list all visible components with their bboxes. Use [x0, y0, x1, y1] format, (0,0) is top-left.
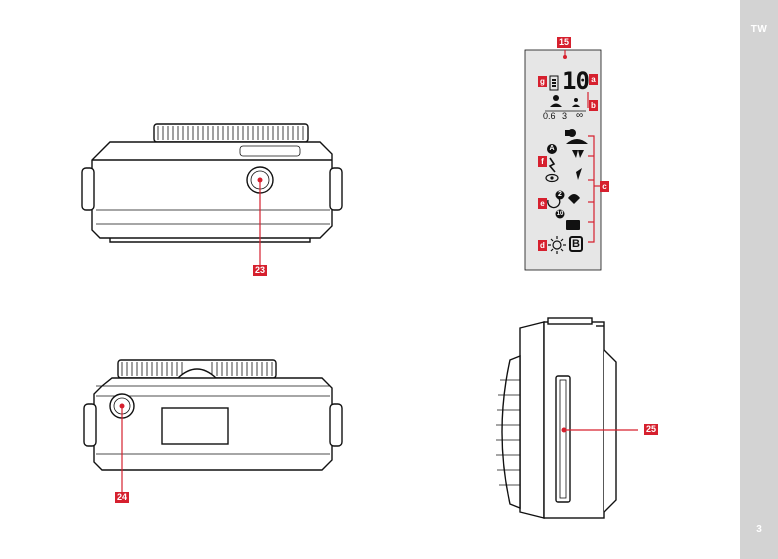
portrait-distance-icon [550, 95, 580, 107]
exposure-compensation-icon [548, 236, 566, 254]
language-label: TW [750, 24, 768, 35]
auto-mode-icon [547, 144, 557, 154]
flash-off-icon [548, 157, 556, 173]
battery-icon [549, 75, 559, 91]
callout-15: 15 [557, 37, 572, 48]
callout-e: e [538, 198, 547, 209]
distance-far: ∞ [576, 110, 584, 121]
language-tab [740, 0, 778, 559]
distance-mid: 3 [562, 111, 568, 121]
callout-b: b [589, 100, 598, 111]
distance-near: 0.6 [543, 111, 556, 121]
page-number: 3 [756, 524, 762, 535]
camera-top-view [81, 123, 343, 265]
callout-d: d [538, 240, 547, 251]
callout-25: 25 [644, 424, 659, 435]
camera-side-view [496, 317, 638, 519]
callout-c: c [600, 181, 609, 192]
scene-mode-icons [565, 129, 588, 230]
camera-bottom-view [83, 359, 343, 492]
callout-24: 24 [115, 492, 130, 503]
auto-label: A [549, 145, 555, 152]
lcd-panel [524, 49, 602, 271]
bulb-mode: B [569, 236, 583, 252]
callout-a: a [589, 74, 598, 85]
callout-g: g [538, 76, 547, 87]
callout-23: 23 [253, 265, 268, 276]
red-eye-icon [545, 173, 559, 183]
frame-counter: 10 [562, 67, 590, 95]
timer-10-label: 10 [556, 211, 564, 217]
callout-f: f [538, 156, 547, 167]
timer-2-label: 2 [558, 191, 562, 198]
self-timer-icons [547, 190, 565, 219]
